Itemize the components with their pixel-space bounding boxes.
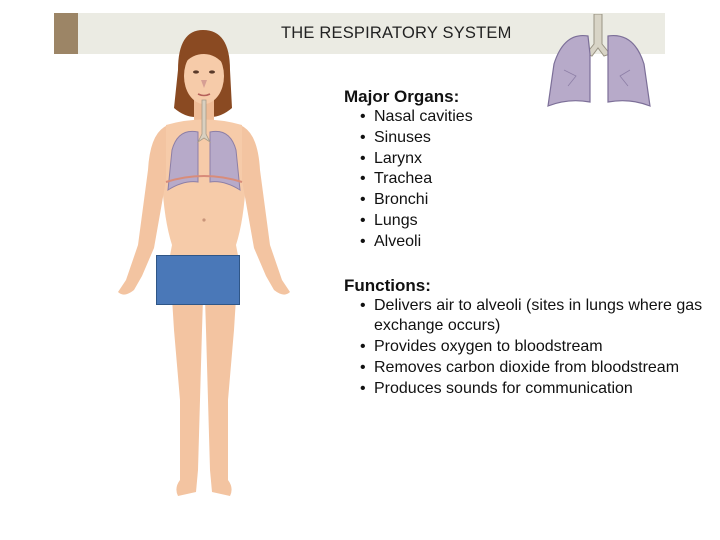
list-item: •Larynx — [358, 149, 714, 170]
list-item: •Produces sounds for communication — [358, 379, 714, 400]
text-block: Major Organs: •Nasal cavities •Sinuses •… — [344, 86, 714, 400]
bullet-icon: • — [360, 149, 366, 170]
list-item: •Provides oxygen to bloodstream — [358, 337, 714, 358]
bullet-icon: • — [360, 296, 366, 317]
list-item: •Alveoli — [358, 232, 714, 253]
major-organs-list: •Nasal cavities •Sinuses •Larynx •Trache… — [344, 107, 714, 253]
list-item: •Nasal cavities — [358, 107, 714, 128]
bullet-icon: • — [360, 358, 366, 379]
major-organs-heading: Major Organs: — [344, 86, 714, 107]
bullet-icon: • — [360, 232, 366, 253]
bullet-icon: • — [360, 169, 366, 190]
list-item: •Trachea — [358, 169, 714, 190]
bullet-icon: • — [360, 379, 366, 400]
slide-title: THE RESPIRATORY SYSTEM — [281, 24, 512, 43]
bullet-icon: • — [360, 211, 366, 232]
list-item: •Removes carbon dioxide from bloodstream — [358, 358, 714, 379]
list-item: •Lungs — [358, 211, 714, 232]
censor-box — [156, 255, 240, 305]
bullet-icon: • — [360, 337, 366, 358]
bullet-icon: • — [360, 128, 366, 149]
bullet-icon: • — [360, 190, 366, 211]
title-accent-bar — [54, 13, 78, 54]
list-item: •Delivers air to alveoli (sites in lungs… — [358, 296, 714, 338]
functions-heading: Functions: — [344, 275, 714, 296]
torso — [162, 120, 246, 267]
right-arm — [242, 126, 290, 295]
list-item: •Bronchi — [358, 190, 714, 211]
functions-list: •Delivers air to alveoli (sites in lungs… — [344, 296, 714, 400]
bullet-icon: • — [360, 107, 366, 128]
list-item: •Sinuses — [358, 128, 714, 149]
